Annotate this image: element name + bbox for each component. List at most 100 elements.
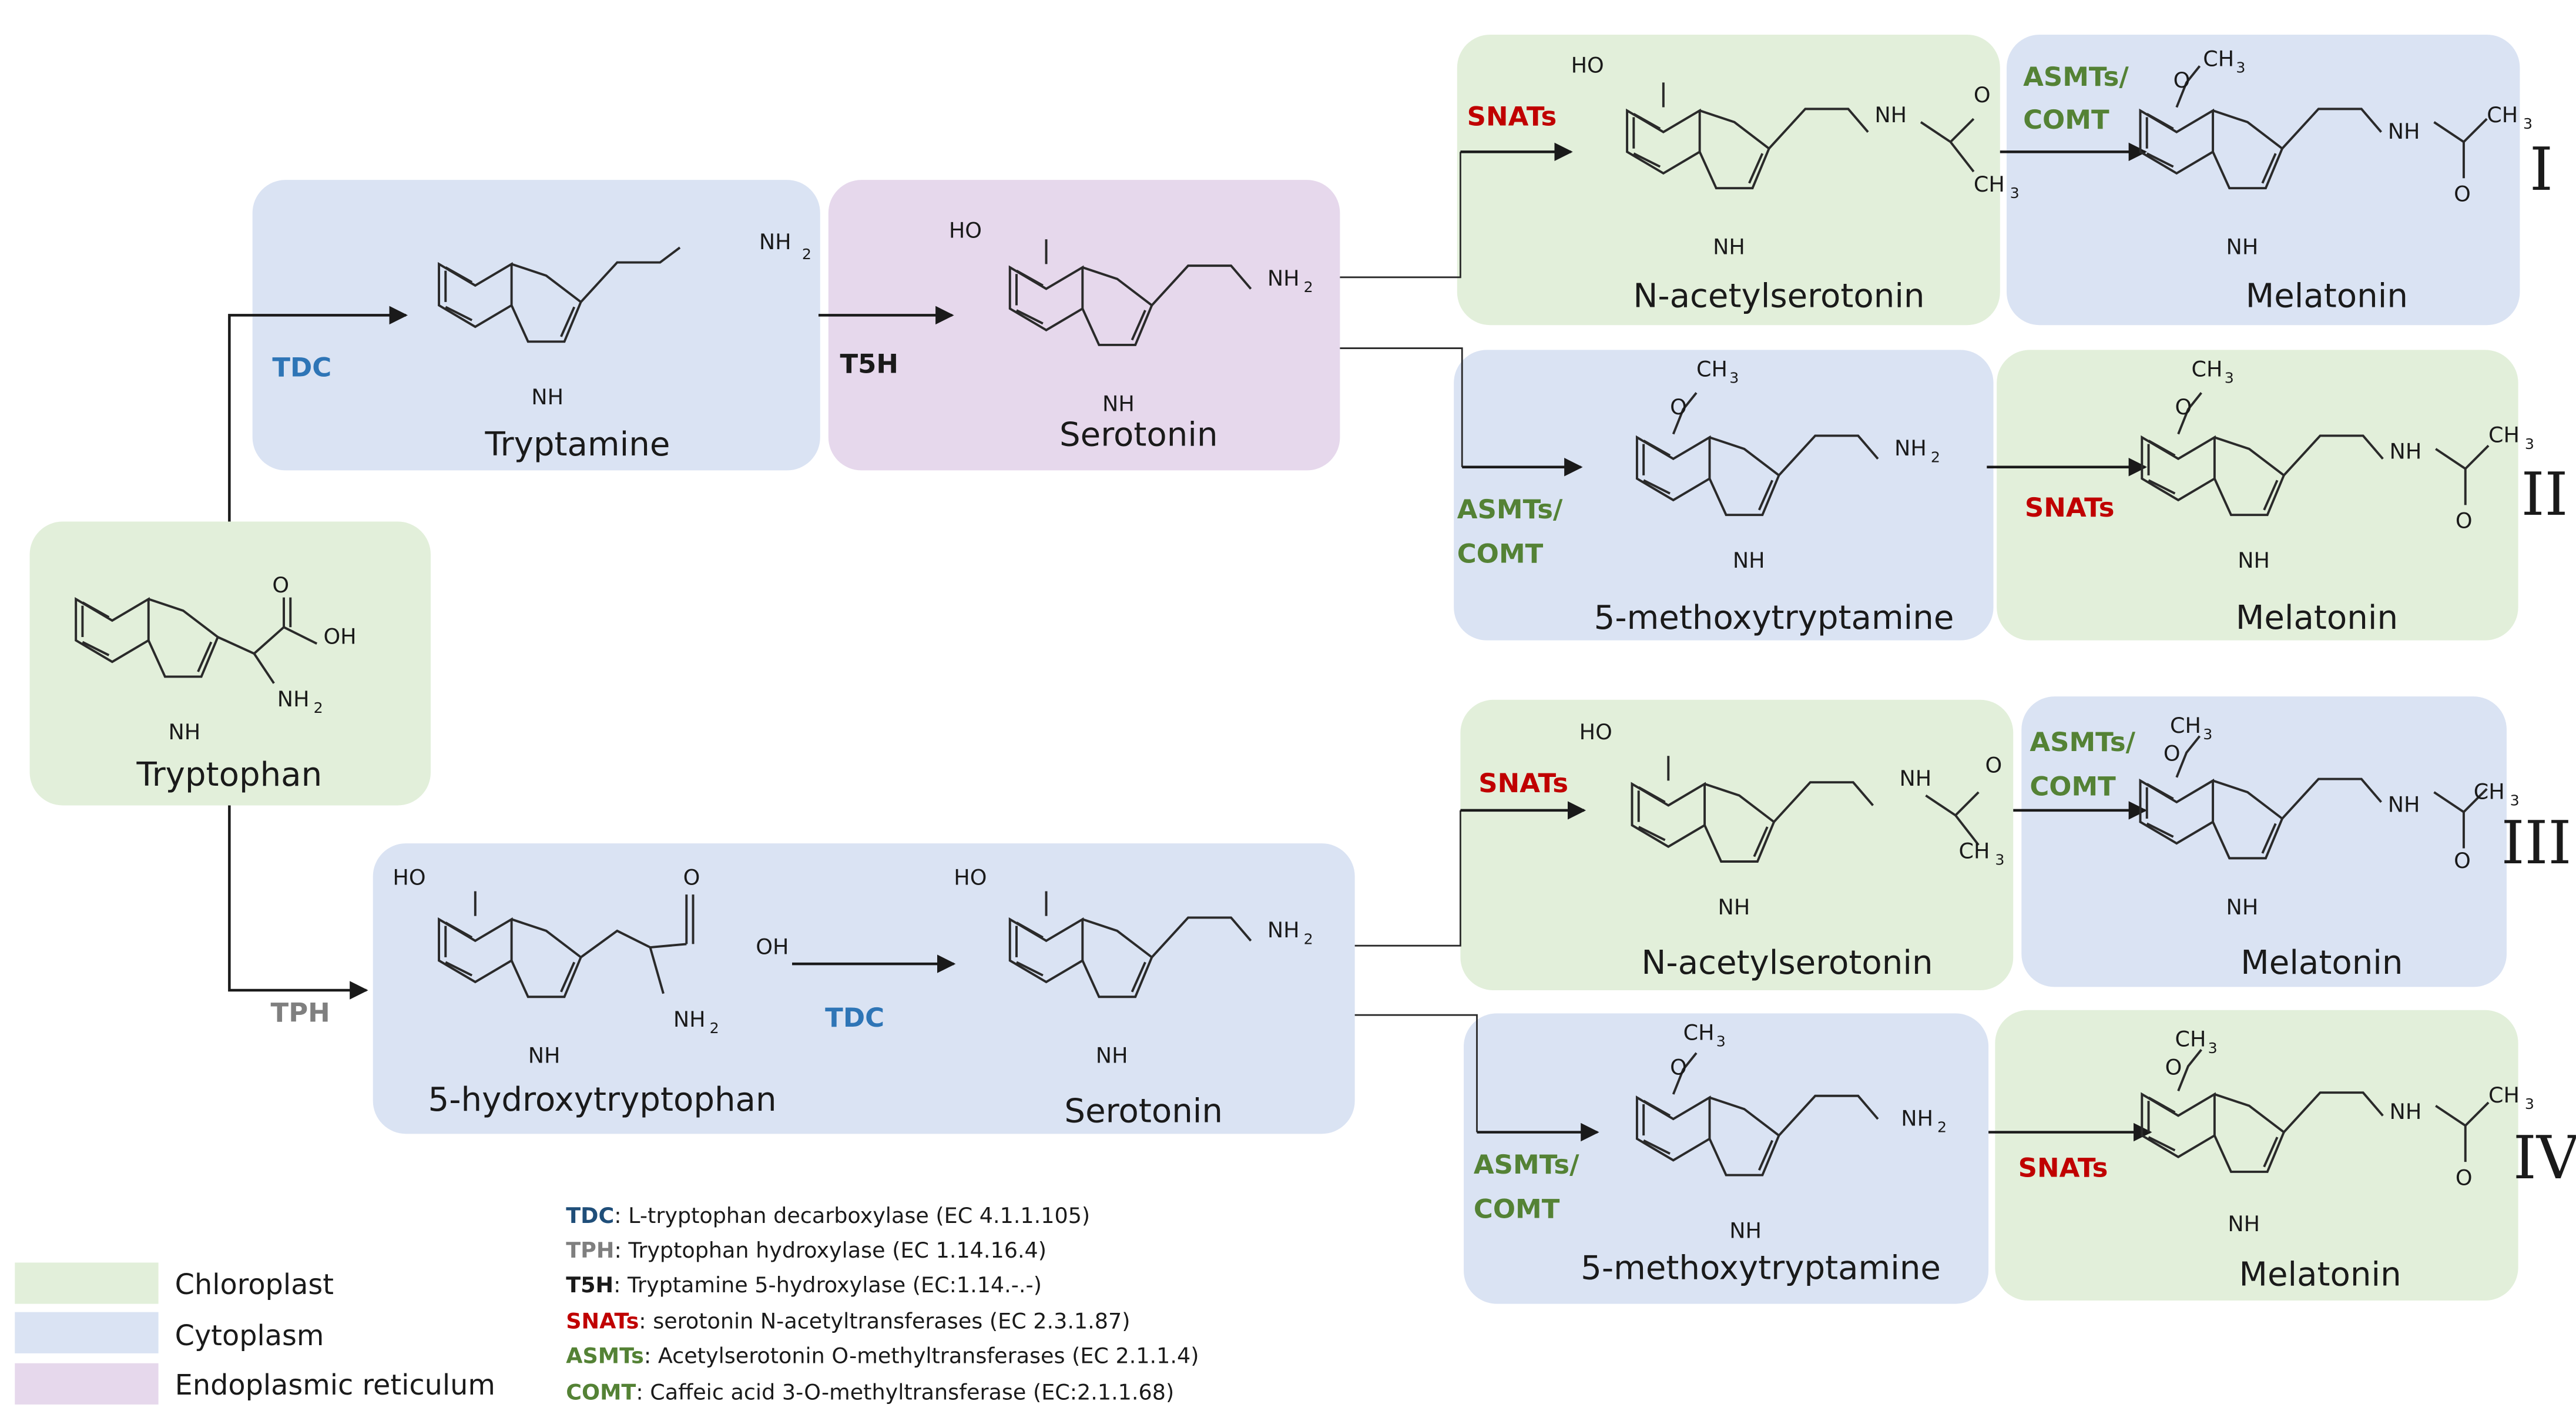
label-tryptophan: Tryptophan — [136, 756, 323, 794]
svg-text:O: O — [683, 864, 700, 890]
abbr-snats: SNATs: serotonin N-acetyltransferases (E… — [566, 1309, 1130, 1334]
svg-text:CH: CH — [2488, 423, 2520, 448]
label-serotonin-er: Serotonin — [1059, 415, 1218, 454]
svg-text:O: O — [2165, 1054, 2182, 1080]
svg-text:CH: CH — [2170, 713, 2201, 738]
structure-hydroxytryptophan: HO NH O OH NH 2 — [393, 864, 789, 1068]
pathway-arrows — [228, 142, 2152, 1142]
svg-text:NH: NH — [1894, 435, 1927, 461]
svg-text:NH: NH — [2390, 1099, 2422, 1124]
structure-nas-1: HO NH NH O CH 3 — [1571, 53, 2020, 260]
label-mel-2: Melatonin — [2236, 599, 2398, 637]
enzyme-asmts-4a: ASMTs/ — [1474, 1149, 1579, 1180]
structure-mt-4: O CH 3 NH NH 2 — [1635, 1020, 1947, 1243]
svg-text:CH: CH — [2488, 1082, 2520, 1108]
compartment-mel-4 — [1995, 1010, 2518, 1301]
svg-text:CH: CH — [2487, 102, 2518, 128]
svg-text:O: O — [2164, 741, 2181, 766]
svg-text:NH: NH — [277, 686, 310, 712]
enzyme-tph: TPH — [271, 997, 330, 1028]
svg-text:CH: CH — [1959, 838, 1990, 863]
enzyme-t5h: T5H — [840, 348, 898, 380]
compartment-tryptophan — [29, 521, 431, 806]
svg-text:O: O — [2456, 1165, 2473, 1190]
compartment-mel-3 — [2021, 696, 2507, 987]
structure-serotonin-cyto: HO NH NH 2 — [954, 864, 1313, 1068]
label-nas-3: N-acetylserotonin — [1641, 944, 1933, 982]
svg-text:O: O — [2174, 68, 2191, 93]
legend-label-chloroplast: Chloroplast — [175, 1269, 334, 1301]
svg-text:NH: NH — [531, 384, 564, 410]
pathway-label-iv: IV — [2513, 1123, 2576, 1192]
enzyme-snats-4: SNATs — [2018, 1152, 2108, 1183]
svg-text:O: O — [272, 572, 289, 598]
pathway-label-i: I — [2530, 135, 2553, 204]
svg-text:NH: NH — [2388, 792, 2420, 817]
structure-mel-2: O CH 3 NH NH CH 3 O — [2141, 356, 2534, 573]
compartment-serotonin-er — [828, 180, 1340, 471]
svg-text:2: 2 — [1304, 279, 1313, 296]
svg-text:3: 3 — [2523, 115, 2533, 132]
svg-text:2: 2 — [710, 1020, 719, 1037]
structure-tryptophan: NH O OH NH 2 — [75, 572, 357, 745]
abbr-asmts: ASMTs: Acetylserotonin O-methyltransfera… — [566, 1343, 1199, 1369]
compartment-nas-1 — [1457, 34, 2000, 326]
svg-text:O: O — [1974, 82, 1991, 108]
abbr-tph: TPH: Tryptophan hydroxylase (EC 1.14.16.… — [566, 1238, 1046, 1263]
compartment-mel-2 — [1997, 350, 2518, 641]
svg-text:NH: NH — [2388, 119, 2420, 144]
svg-text:NH: NH — [1729, 1218, 1762, 1243]
svg-text:HO: HO — [1571, 53, 1604, 78]
legend-swatch-er — [15, 1363, 159, 1405]
pathway-label-iii: III — [2501, 808, 2572, 877]
svg-text:3: 3 — [2225, 370, 2234, 387]
svg-text:O: O — [2456, 508, 2473, 534]
svg-text:NH: NH — [2226, 894, 2259, 920]
compartment-tryptamine — [252, 180, 820, 471]
abbr-comt: COMT: Caffeic acid 3-O-methyltransferase… — [566, 1380, 1174, 1405]
abbreviation-list: TDC: L-tryptophan decarboxylase (EC 4.1.… — [566, 1203, 1199, 1405]
legend-label-er: Endoplasmic reticulum — [175, 1369, 495, 1402]
legend-label-cytoplasm: Cytoplasm — [175, 1320, 324, 1352]
enzyme-snats-3: SNATs — [1478, 768, 1568, 799]
svg-text:2: 2 — [1304, 930, 1313, 947]
svg-text:NH: NH — [1713, 234, 1745, 259]
structure-mt-2: O CH 3 NH NH 2 — [1635, 356, 1940, 573]
pathway-label-ii: II — [2521, 460, 2568, 529]
svg-text:CH: CH — [1683, 1020, 1715, 1045]
svg-text:HO: HO — [949, 217, 982, 243]
svg-text:OH: OH — [756, 934, 789, 959]
legend: Chloroplast Cytoplasm Endoplasmic reticu… — [15, 1262, 495, 1405]
svg-text:HO: HO — [954, 864, 987, 890]
label-mt-2: 5-methoxytryptamine — [1594, 599, 1954, 637]
svg-text:NH: NH — [2226, 234, 2259, 259]
svg-text:2: 2 — [802, 246, 811, 263]
structure-serotonin-er: HO NH NH 2 — [949, 217, 1313, 416]
svg-text:NH: NH — [1718, 894, 1750, 920]
svg-text:2: 2 — [1937, 1119, 1947, 1136]
svg-text:NH: NH — [1874, 102, 1907, 128]
svg-text:O: O — [2175, 394, 2192, 420]
svg-text:O: O — [1670, 394, 1687, 420]
svg-text:O: O — [2454, 848, 2471, 873]
svg-text:NH: NH — [1096, 1043, 1128, 1068]
legend-swatch-chloroplast — [15, 1262, 159, 1304]
compartment-hydroxytryptophan — [373, 843, 1355, 1134]
svg-text:HO: HO — [393, 864, 425, 890]
enzyme-asmts-4b: COMT — [1474, 1194, 1560, 1225]
svg-text:3: 3 — [1729, 370, 1739, 387]
compartment-mt-4 — [1464, 1013, 1989, 1304]
svg-text:3: 3 — [1716, 1033, 1726, 1050]
svg-text:3: 3 — [2010, 185, 2020, 202]
svg-text:2: 2 — [314, 699, 323, 716]
svg-text:CH: CH — [2175, 1027, 2206, 1052]
legend-swatch-cytoplasm — [15, 1312, 159, 1353]
label-mel-4: Melatonin — [2239, 1256, 2401, 1294]
enzyme-tdc-upper: TDC — [272, 351, 331, 383]
svg-text:CH: CH — [1696, 356, 1728, 381]
structure-mel-1: O CH 3 NH NH CH 3 O — [2139, 46, 2533, 259]
svg-text:NH: NH — [1102, 391, 1135, 416]
enzyme-asmts-3a: ASMTs/ — [2030, 726, 2135, 758]
svg-text:3: 3 — [2525, 1095, 2534, 1112]
